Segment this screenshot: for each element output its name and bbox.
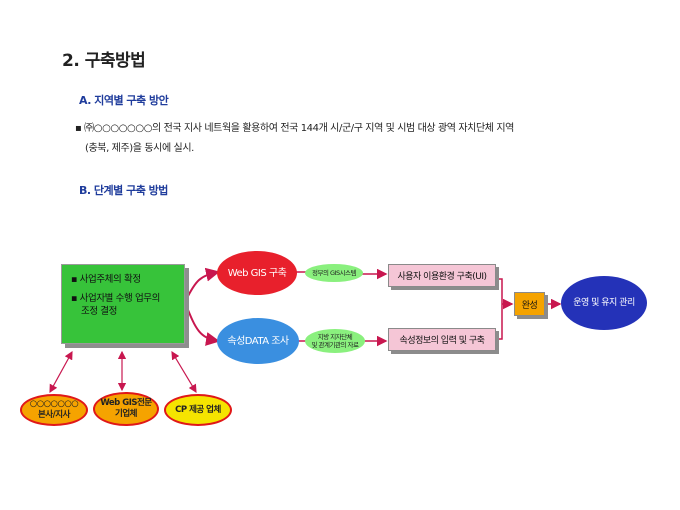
operate-oval: 운영 및 유지 관리 <box>561 276 647 330</box>
section-a-line2: (충북, 제주)을 동시에 실시. <box>85 143 194 154</box>
attr-input-box: 속성정보의 입력 및 구축 <box>388 328 496 351</box>
ui-env-box: 사용자 이용환경 구축(UI) <box>388 264 496 287</box>
partner-cp-oval: CP 제공 업체 <box>164 394 232 426</box>
subject-item-2: ▪ 사업자별 수행 업무의 <box>71 293 160 304</box>
attr-data-oval: 속성DATA 조사 <box>217 318 299 364</box>
section-a-line1: ▪ ㈜○○○○○○○의 전국 지사 네트웍을 활용하여 전국 144개 시/군/… <box>75 123 514 134</box>
partner-hq-line2: 본사/지사 <box>38 410 70 420</box>
gis-system-note: 정부의 GIS시스템 <box>305 264 363 282</box>
section-heading: 2. 구축방법 <box>62 51 146 71</box>
section-a-title: A. 지역별 구축 방안 <box>79 94 169 107</box>
arrow-to-webgis <box>185 267 220 301</box>
local-data-note-line2: 및 관계기관의 자료 <box>311 341 359 349</box>
line-attr-up <box>496 304 503 340</box>
partner-webgis-line2: 기업체 <box>115 409 137 419</box>
arrow-partner3 <box>171 350 197 394</box>
subject-item-1: ▪ 사업주체의 확정 <box>71 274 141 285</box>
complete-box: 완성 <box>514 292 545 316</box>
line-ui-down <box>496 278 503 304</box>
partner-webgis-oval: Web GIS전문 기업체 <box>93 392 159 426</box>
subject-item-2-cont: 조정 결정 <box>81 306 117 317</box>
partner-webgis-line1: Web GIS전문 <box>100 398 152 408</box>
partner-hq-oval: ○○○○○○○ 본사/지사 <box>20 394 88 426</box>
local-data-note-line1: 지방 지자단체 <box>317 333 353 341</box>
arrow-to-attr <box>185 304 220 346</box>
section-b-title: B. 단계별 구축 방법 <box>79 184 168 197</box>
web-gis-oval: Web GIS 구축 <box>217 251 297 295</box>
business-subject-box: ▪ 사업주체의 확정 ▪ 사업자별 수행 업무의 조정 결정 <box>61 264 185 344</box>
arrow-partner1 <box>49 350 73 394</box>
partner-hq-line1: ○○○○○○○ <box>29 399 79 409</box>
local-data-note: 지방 지자단체 및 관계기관의 자료 <box>305 329 365 353</box>
